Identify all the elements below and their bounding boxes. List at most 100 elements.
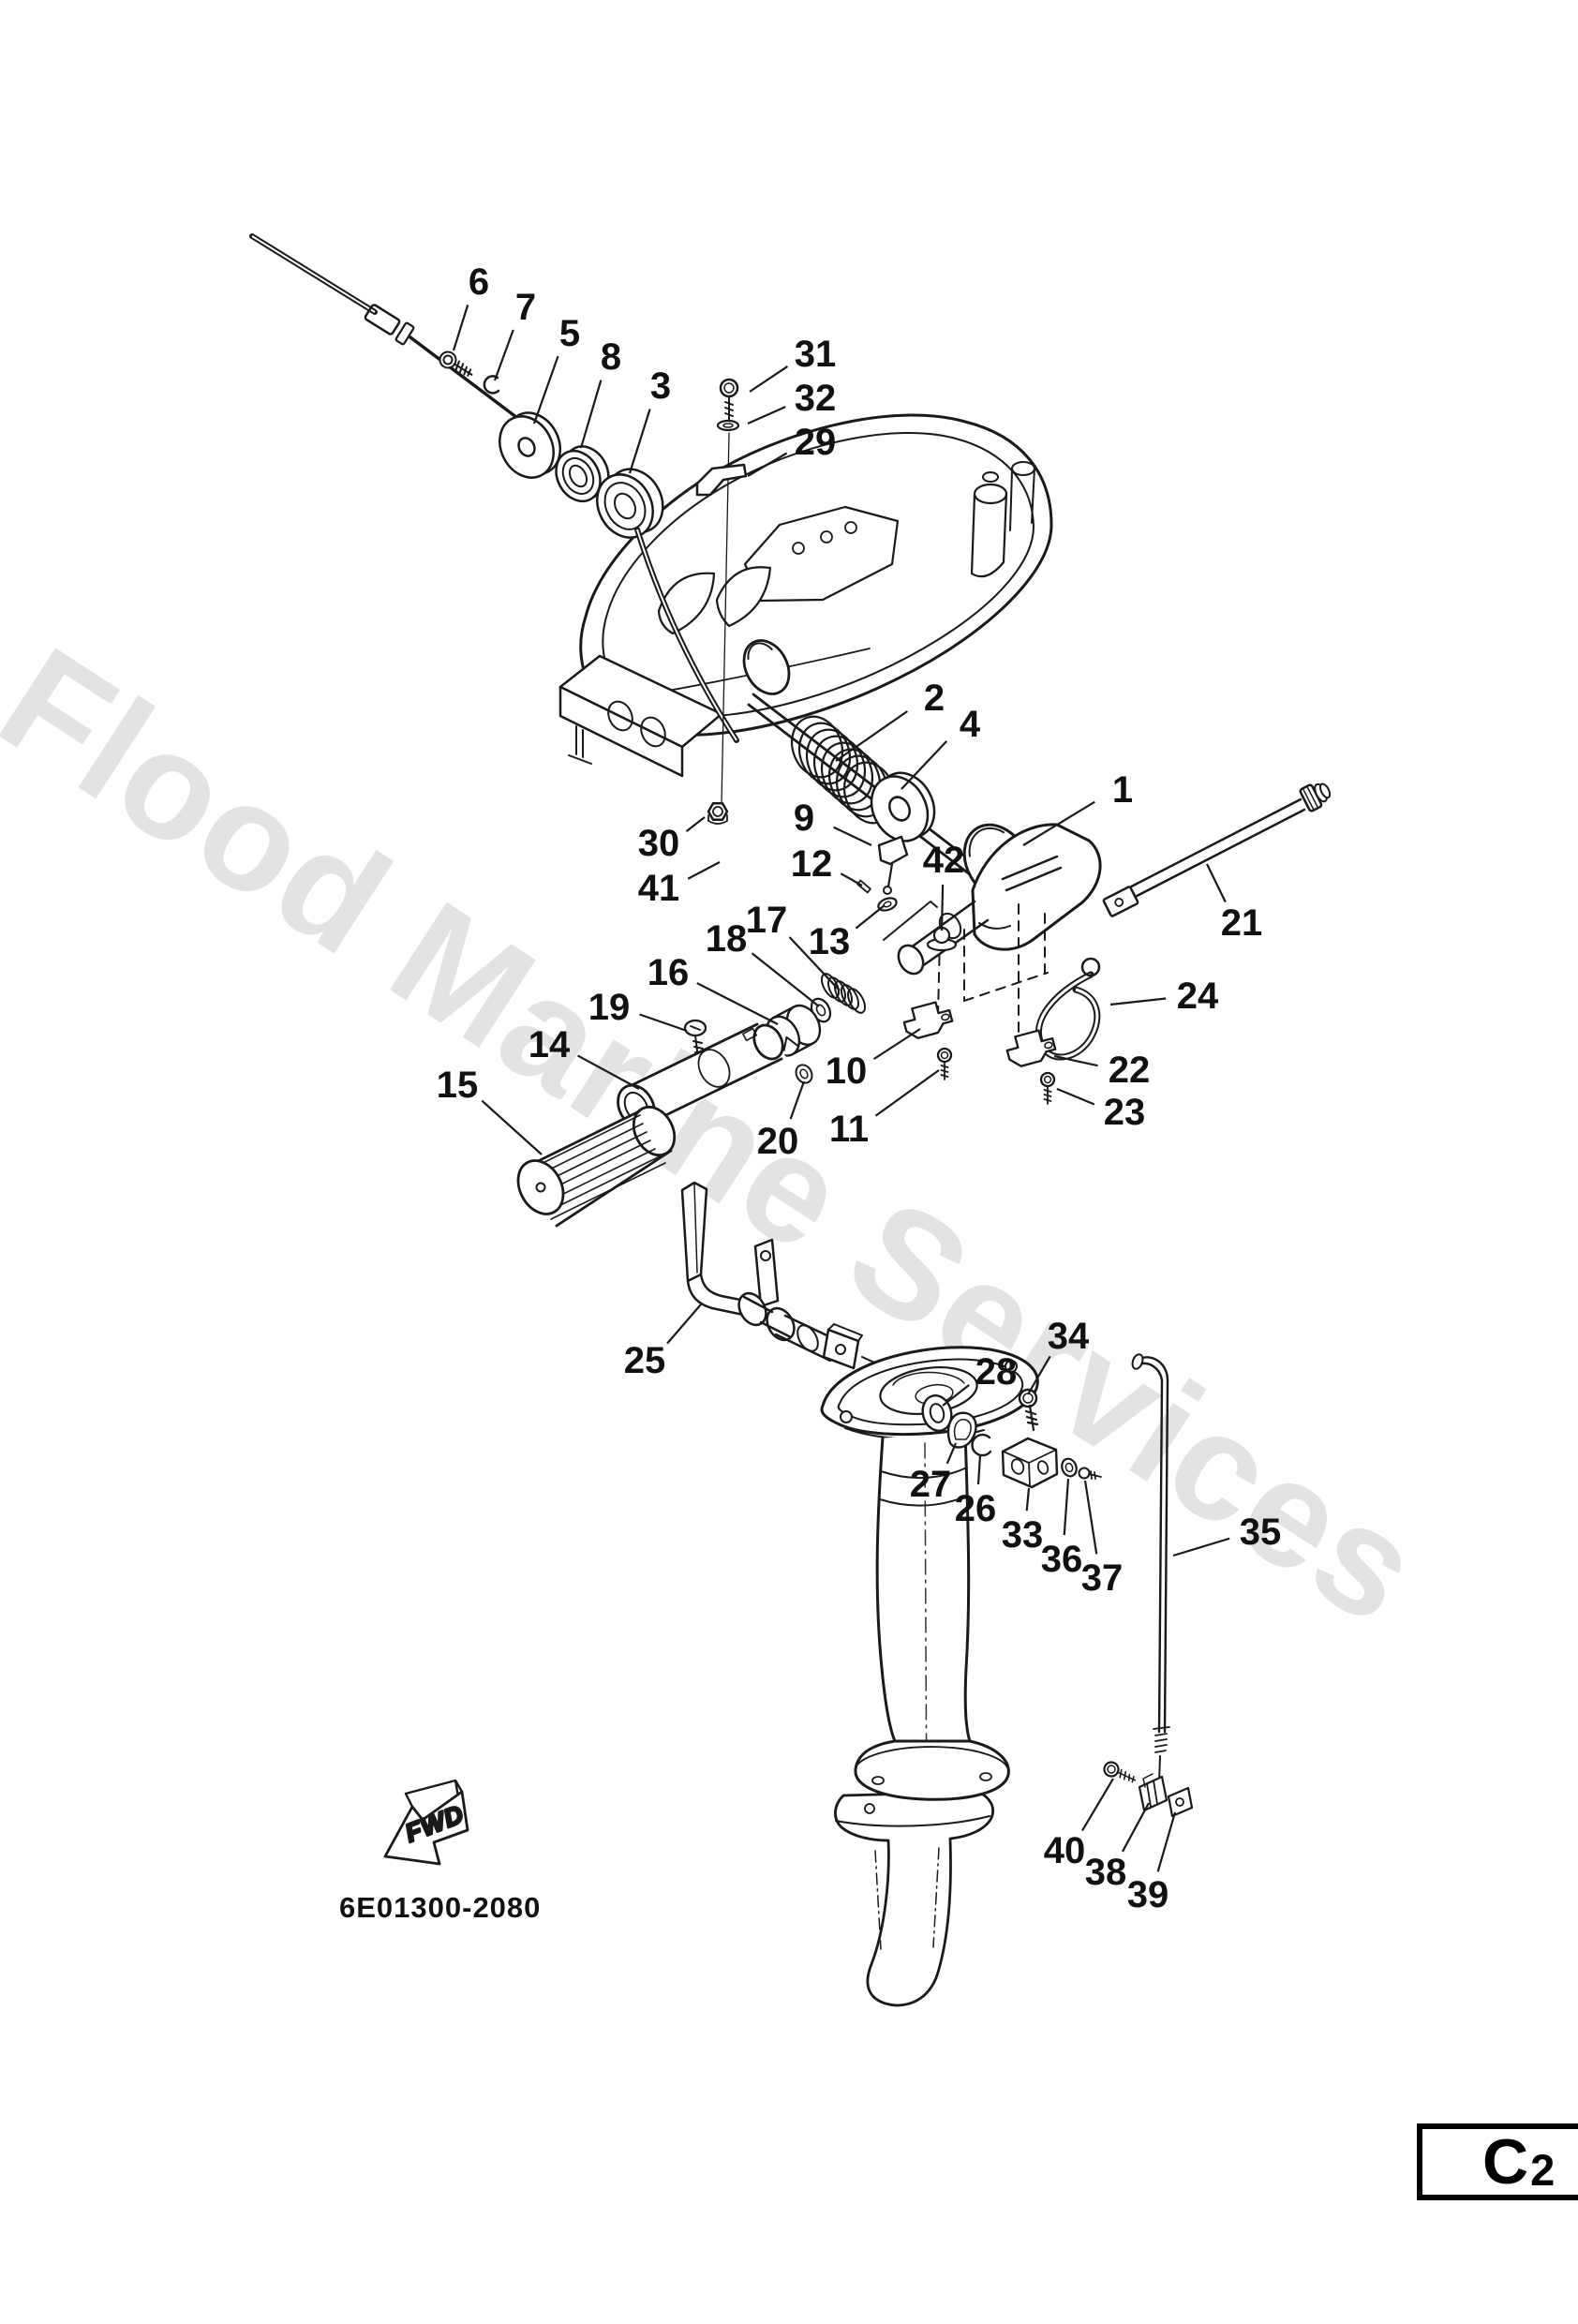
callout-32: 32 (795, 378, 837, 419)
leader-line-40 (1081, 1778, 1114, 1832)
cowling-bolt-set (695, 378, 748, 825)
clamp-half-38 (1138, 1773, 1169, 1812)
callout-18: 18 (706, 918, 748, 960)
callout-41: 41 (638, 868, 680, 909)
screw-37 (1078, 1467, 1102, 1480)
cowling-inner-block (743, 505, 900, 603)
callout-39: 39 (1127, 1874, 1169, 1915)
leader-line-33 (1025, 1487, 1031, 1512)
washer-20 (795, 1064, 813, 1084)
tube-flange (854, 1739, 1010, 1801)
callout-23: 23 (1104, 1092, 1146, 1133)
washer-4 (870, 771, 936, 842)
cable-screw-6 (439, 350, 473, 377)
callout-26: 26 (955, 1488, 997, 1529)
callout-22: 22 (1109, 1050, 1151, 1091)
choke-lever-9 (877, 835, 909, 866)
lower-casing (834, 1790, 995, 2007)
nut-30 (707, 802, 729, 825)
callout-24: 24 (1177, 976, 1219, 1017)
page-code-digit: 2 (1530, 2144, 1556, 2195)
leader-line-18 (751, 952, 820, 1007)
callout-31: 31 (795, 334, 837, 375)
callout-9: 9 (794, 797, 814, 839)
leader-line-17 (788, 936, 841, 991)
screw-19 (683, 1019, 707, 1066)
callout-40: 40 (1044, 1830, 1086, 1871)
leader-line-1 (1022, 800, 1095, 846)
callout-layer: 1234567891011121314151617181920212223242… (437, 261, 1282, 1915)
leader-line-21 (1206, 863, 1227, 903)
callout-30: 30 (638, 823, 680, 864)
shift-rod-35 (1131, 1353, 1170, 1783)
leader-line-30 (685, 816, 706, 832)
leader-line-22 (1053, 1054, 1098, 1067)
leader-line-29 (747, 452, 788, 477)
leader-line-24 (1109, 997, 1167, 1006)
callout-19: 19 (588, 987, 631, 1028)
callout-27: 27 (910, 1464, 952, 1505)
cable-fitting (364, 304, 401, 335)
leader-line-37 (1083, 1480, 1098, 1555)
callout-2: 2 (924, 678, 945, 719)
fwd-arrow: FWD (383, 1779, 469, 1866)
leader-line-41 (687, 861, 721, 880)
leader-line-38 (1121, 1802, 1150, 1853)
upper-casing-assembly (820, 1346, 1039, 2007)
callout-12: 12 (791, 843, 833, 885)
tiller-handle-housing (883, 823, 1102, 1041)
leader-line-31 (749, 365, 789, 393)
exhaust-guide-plate (820, 1346, 1039, 1440)
leader-line-35 (1172, 1537, 1230, 1557)
leader-line-32 (747, 406, 786, 425)
leader-line-15 (481, 1099, 543, 1155)
leader-line-23 (1056, 1087, 1095, 1106)
leader-line-2 (835, 710, 908, 762)
callout-17: 17 (746, 900, 788, 941)
bolt-34 (1018, 1388, 1039, 1432)
leader-line-28 (942, 1384, 970, 1407)
leader-line-11 (874, 1069, 940, 1117)
callout-29: 29 (795, 422, 837, 463)
callout-11: 11 (829, 1109, 869, 1150)
spring-2 (790, 715, 897, 825)
page-code-letter: C (1482, 2126, 1529, 2197)
washer-32 (716, 419, 740, 432)
callout-25: 25 (624, 1340, 666, 1381)
leader-line-27 (945, 1442, 958, 1465)
clamp-10 (902, 1001, 954, 1039)
steering-shaft (747, 693, 982, 880)
callout-4: 4 (960, 704, 981, 745)
bolt-42 (926, 926, 958, 952)
leader-line-16 (696, 982, 779, 1025)
bracket-29 (695, 463, 748, 497)
friction-rod-21 (1102, 782, 1332, 917)
callout-35: 35 (1240, 1512, 1282, 1553)
leader-line-19 (639, 1013, 688, 1033)
drawing-number: 6E01300-2080 (339, 1891, 541, 1924)
callout-1: 1 (1112, 769, 1133, 811)
grommet-3 (596, 468, 664, 539)
leader-line-34 (1027, 1355, 1051, 1395)
leader-line-42 (940, 884, 945, 931)
callout-33: 33 (1002, 1514, 1044, 1556)
leader-line-5 (532, 355, 559, 425)
cowling-stud (982, 471, 999, 483)
callout-14: 14 (528, 1024, 571, 1065)
callout-5: 5 (559, 313, 580, 354)
leader-line-4 (901, 740, 948, 790)
callout-10: 10 (826, 1050, 868, 1092)
callout-28: 28 (975, 1351, 1018, 1393)
washer-7 (483, 375, 500, 395)
leader-line-36 (1063, 1478, 1070, 1536)
callout-21: 21 (1221, 902, 1263, 944)
leader-line-26 (976, 1454, 982, 1485)
callout-42: 42 (923, 840, 965, 881)
cable-clamps (902, 1001, 1057, 1105)
leader-line-8 (579, 380, 603, 449)
clip-26 (971, 1433, 992, 1457)
callout-6: 6 (469, 261, 489, 303)
washer-5 (499, 411, 562, 479)
steering-shaft-assembly (742, 639, 982, 880)
